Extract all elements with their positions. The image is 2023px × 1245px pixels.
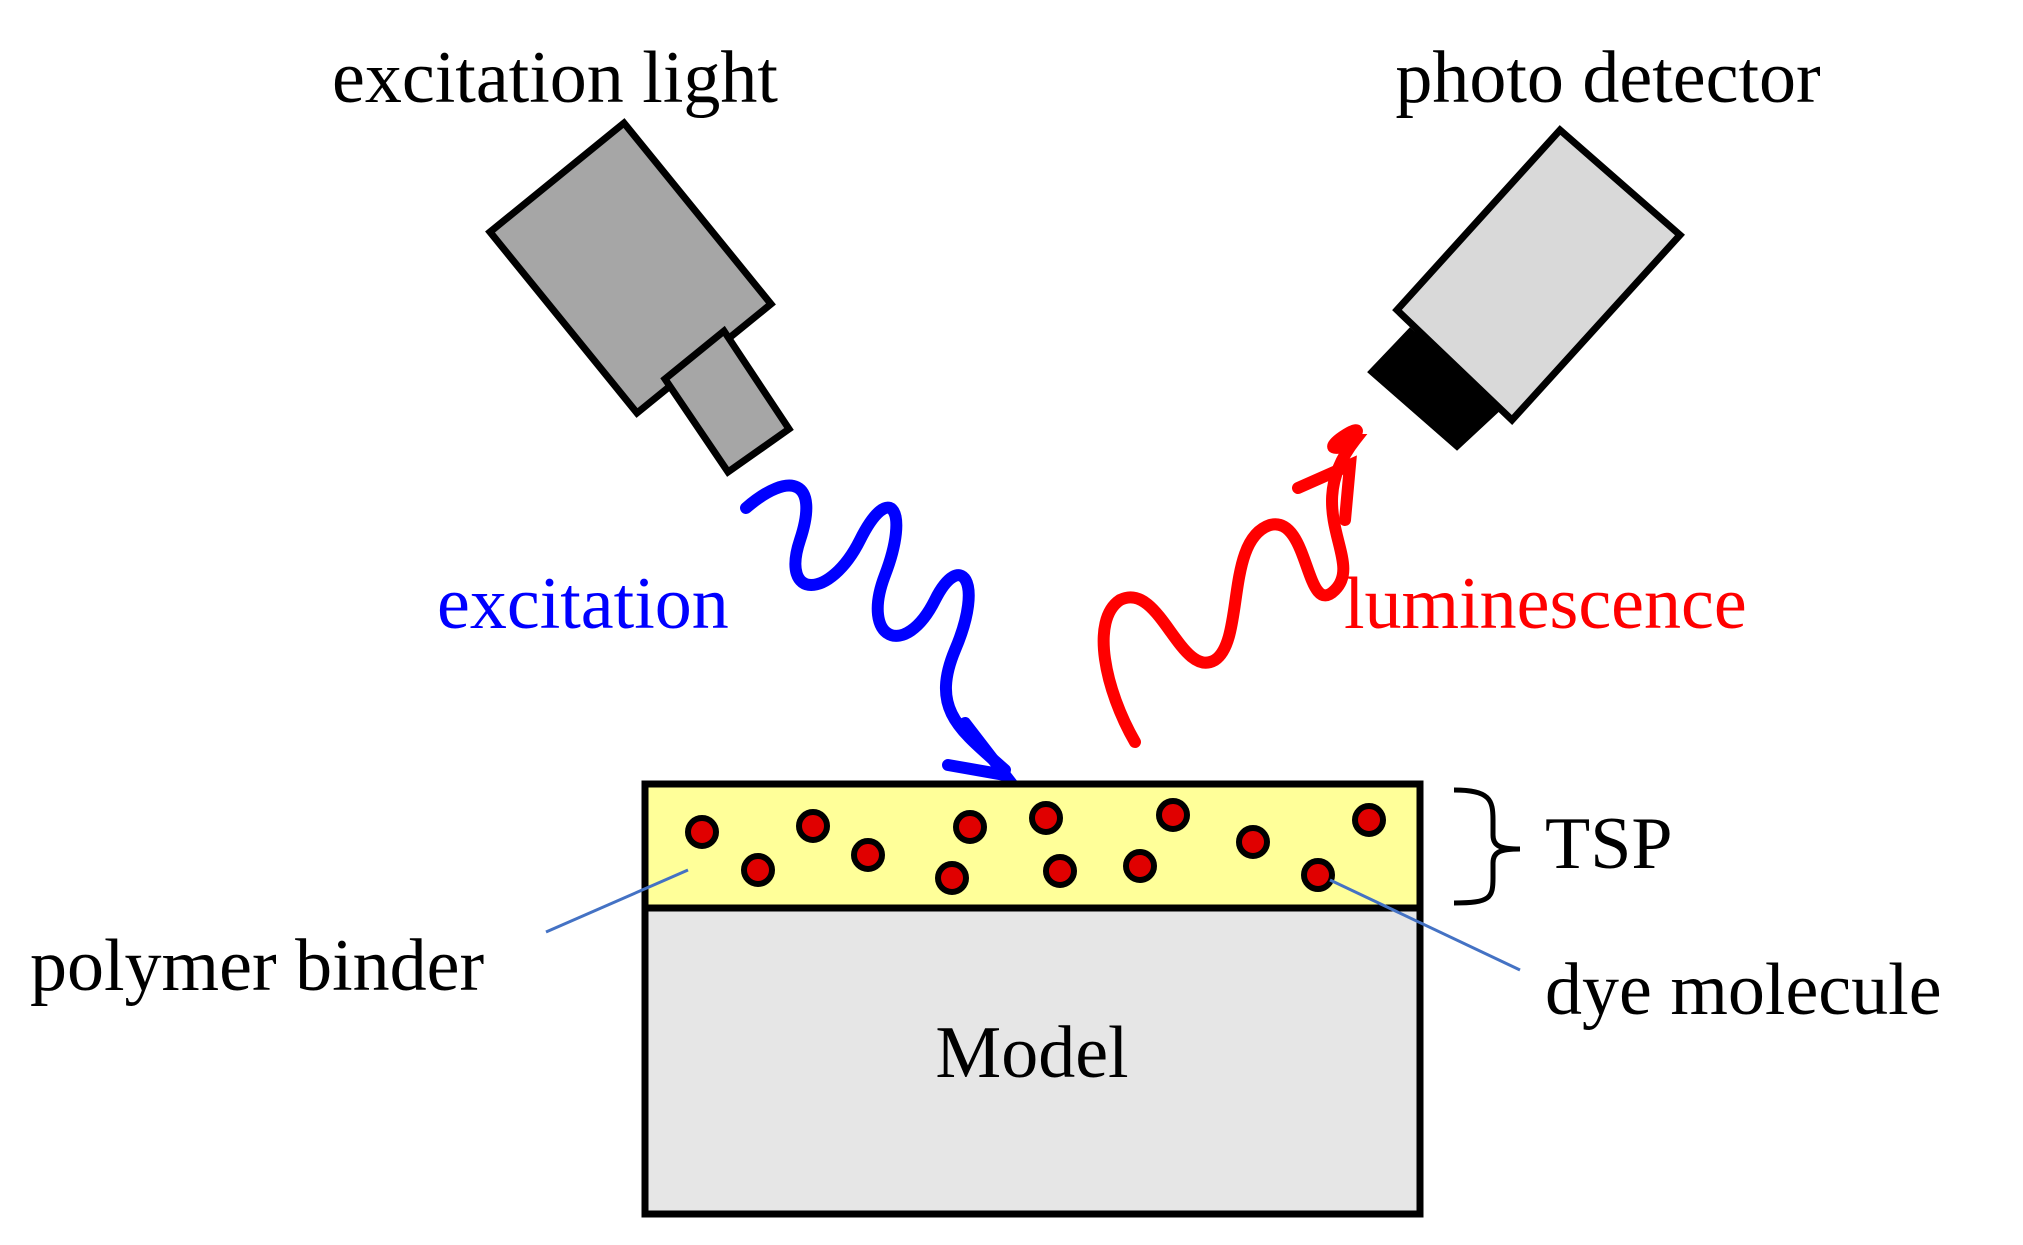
dye-dot [1029, 801, 1063, 835]
dye-molecule-leader-line [1329, 878, 1521, 972]
tsp-layer [641, 780, 1424, 912]
dye-dot [1352, 803, 1386, 837]
dye-molecule-label: dye molecule [1545, 949, 1942, 1031]
lamp-nozzle [660, 325, 794, 477]
polymer-binder-label: polymer binder [30, 925, 484, 1007]
dye-dot [1236, 825, 1270, 859]
dye-dot [1156, 798, 1190, 832]
dye-dot [1123, 849, 1157, 883]
excitation-label: excitation [437, 563, 729, 645]
dye-molecules [685, 798, 1386, 895]
model-label: Model [935, 1012, 1128, 1094]
dye-dot [1043, 854, 1077, 888]
tsp-brace [1453, 787, 1521, 906]
dye-dot [685, 815, 719, 849]
lamp-body [485, 118, 776, 418]
luminescence-wave [1097, 424, 1368, 748]
luminescence-arrowhead [1292, 455, 1357, 526]
dye-dot [741, 853, 775, 887]
polymer-binder-leader-line [545, 868, 689, 934]
tsp-label: TSP [1545, 803, 1673, 885]
dye-dot [851, 838, 885, 872]
dye-dot [935, 861, 969, 895]
detector-lens [1367, 327, 1503, 451]
dye-dot [1301, 858, 1335, 892]
excitation-wave-arrow [740, 479, 1020, 784]
model-block [641, 904, 1424, 1218]
luminescence-label: luminescence [1344, 563, 1747, 645]
dye-dot [796, 809, 830, 843]
camera-icon [1367, 125, 1685, 451]
excitation-arrowhead [942, 717, 1020, 784]
dye-dot [953, 810, 987, 844]
luminescence-wave-arrow [1097, 424, 1368, 748]
excitation-wave [740, 479, 1011, 776]
lamp-icon [485, 118, 794, 477]
photo-detector-label: photo detector [1395, 37, 1820, 119]
excitation-light-label: excitation light [332, 37, 778, 119]
